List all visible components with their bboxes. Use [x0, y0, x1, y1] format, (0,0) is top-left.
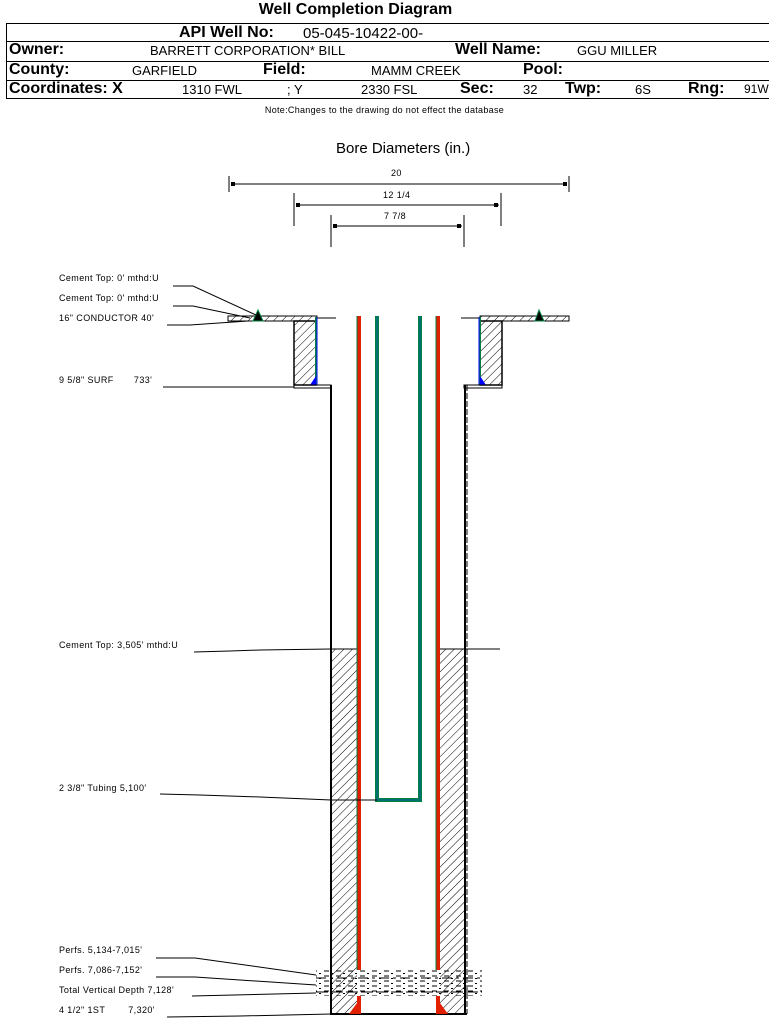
surface-casing [293, 317, 503, 389]
cement-top-marker-left [252, 308, 264, 322]
county-row: County: GARFIELD Field: MAMM CREEK Pool: [7, 61, 769, 81]
twp-value: 6S [635, 82, 651, 97]
coordinates-row: Coordinates: X 1310 FWL ; Y 2330 FSL Sec… [7, 80, 769, 99]
annotation-perfs-1: Perfs. 5,134-7,015' [59, 945, 143, 955]
bore-diameters-title: Bore Diameters (in.) [336, 140, 471, 157]
county-value: GARFIELD [132, 63, 198, 78]
database-note: Note:Changes to the drawing do not effec… [264, 105, 505, 115]
x-value: 1310 FWL [182, 82, 242, 97]
perforations [316, 970, 482, 996]
field-label: Field: [263, 61, 306, 78]
bore-diameter-label-20: 20 [391, 168, 402, 178]
surface-shoe-left [310, 376, 316, 385]
county-label: County: [9, 61, 70, 78]
annotation-perfs-2: Perfs. 7,086-7,152' [59, 965, 143, 975]
leader-lines [156, 285, 377, 1018]
sec-label: Sec: [460, 80, 494, 97]
conductor-casing [227, 308, 570, 322]
production-casing [349, 316, 448, 1014]
pool-label: Pool: [523, 61, 563, 78]
annotation-cement-top-2: Cement Top: 0' mthd:U [59, 293, 159, 303]
annotation-surface-casing: 9 5/8" SURF 733' [59, 375, 153, 385]
surface-shoe-right [480, 376, 486, 385]
diagram-title: Well Completion Diagram [258, 1, 453, 18]
y-label: ; Y [287, 82, 303, 97]
annotation-cement-top-1: Cement Top: 0' mthd:U [59, 273, 159, 283]
annotation-conductor: 16" CONDUCTOR 40' [59, 313, 155, 323]
api-label: API Well No: [179, 24, 274, 41]
production-shoe-right [440, 1003, 448, 1014]
production-cement [331, 648, 500, 1014]
annotation-cement-top-3505: Cement Top: 3,505' mthd:U [59, 640, 179, 650]
production-shoe-left [349, 1003, 357, 1014]
api-value: 05-045-10422-00- [303, 25, 424, 42]
owner-row: Owner: BARRETT CORPORATION* BILL Well Na… [7, 41, 769, 62]
well-name-value: GGU MILLER [577, 43, 658, 58]
bore-dimension-7-7-8 [330, 215, 465, 247]
annotation-total-depth: Total Vertical Depth 7,128' [59, 985, 175, 995]
owner-label: Owner: [9, 41, 65, 58]
api-row: API Well No: 05-045-10422-00- [7, 24, 769, 42]
sec-value: 32 [523, 82, 538, 97]
tubing-string [375, 316, 422, 802]
owner-value: BARRETT CORPORATION* BILL [150, 43, 346, 58]
annotation-tubing: 2 3/8" Tubing 5,100' [59, 783, 147, 793]
well-name-label: Well Name: [455, 41, 541, 58]
rng-label: Rng: [688, 80, 725, 97]
coordinates-label: Coordinates: X [9, 80, 123, 97]
bore-dimension-20 [228, 176, 570, 192]
field-value: MAMM CREEK [371, 63, 461, 78]
bore-diameter-label-12-1-4: 12 1/4 [383, 190, 411, 200]
bore-dimension-12-1-4 [293, 193, 502, 226]
twp-label: Twp: [565, 80, 602, 97]
cement-top-marker-right [534, 308, 545, 322]
rng-value: 91W [744, 82, 769, 96]
bore-diameter-label-7-7-8: 7 7/8 [384, 211, 407, 221]
annotation-production-casing: 4 1/2" 1ST 7,320' [59, 1005, 155, 1015]
y-value: 2330 FSL [361, 82, 418, 97]
well-header-table: API Well No: 05-045-10422-00- Owner: BAR… [6, 23, 769, 99]
